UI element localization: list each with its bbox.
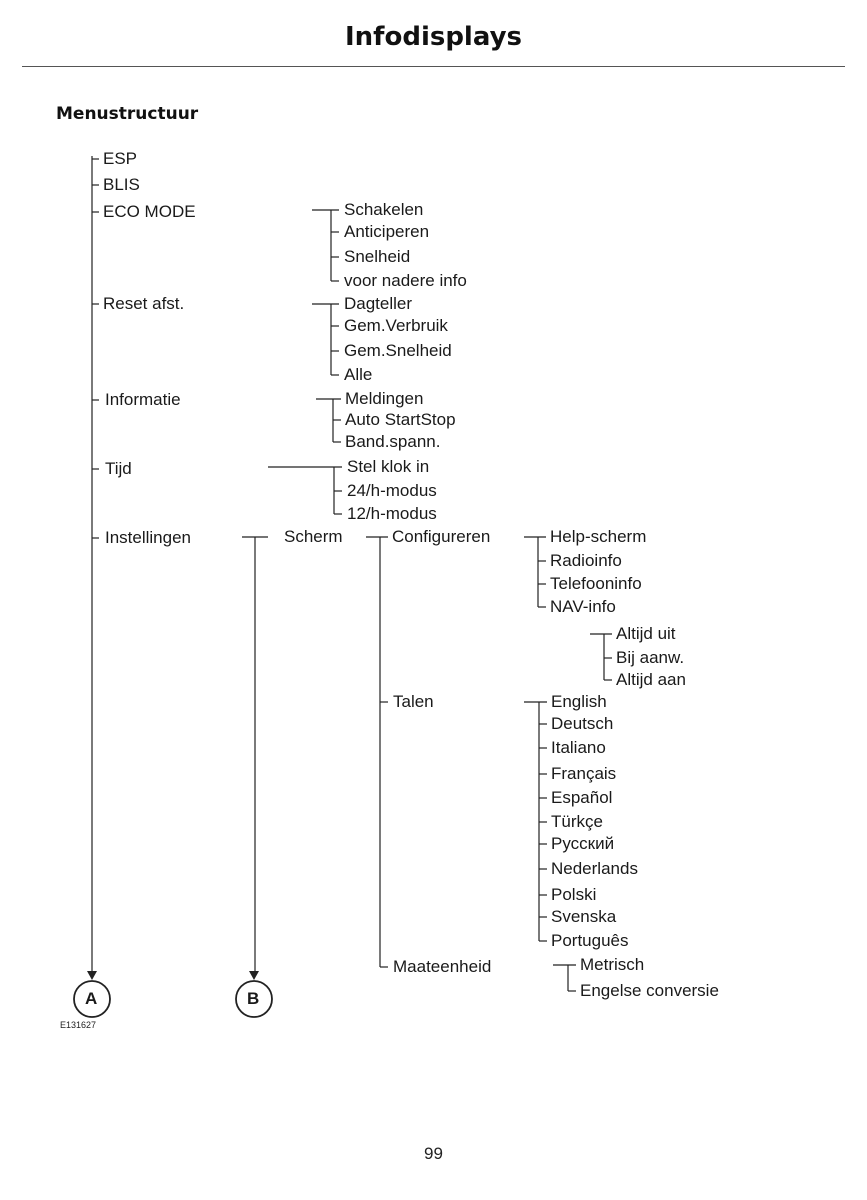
submenu-item: Help-scherm [550, 527, 647, 546]
language-item: English [551, 692, 607, 711]
language-item: Русский [551, 834, 615, 853]
menu-item-reset-afst: Reset afst. [103, 294, 185, 313]
language-item: Svenska [551, 907, 617, 926]
language-item: Nederlands [551, 859, 638, 878]
submenu-item: Bij aanw. [616, 648, 685, 667]
submenu-item-scherm: Scherm [284, 527, 343, 546]
connector-a-label: A [85, 989, 98, 1008]
submenu-item: Metrisch [580, 955, 645, 974]
submenu-item: Alle [344, 365, 373, 384]
submenu-item: Stel klok in [347, 457, 430, 476]
menu-item-esp: ESP [103, 149, 138, 168]
title-divider [22, 66, 845, 67]
submenu-item: voor nadere info [344, 271, 467, 290]
submenu-item: Radioinfo [550, 551, 622, 570]
submenu-item: Altijd uit [616, 624, 676, 643]
submenu-item: Snelheid [344, 247, 411, 266]
submenu-item: 12/h-modus [347, 504, 437, 523]
language-item: Polski [551, 885, 597, 904]
submenu-item: Gem.Verbruik [344, 316, 448, 335]
menu-item-tijd: Tijd [105, 459, 132, 478]
menu-item-eco-mode: ECO MODE [103, 202, 196, 221]
page-number: 99 [424, 1144, 443, 1163]
submenu-item: Schakelen [344, 200, 424, 219]
submenu-item: Telefooninfo [550, 574, 642, 593]
connector-b-label: B [247, 989, 260, 1008]
language-item: Español [551, 788, 613, 807]
figure-id: E131627 [60, 1020, 97, 1030]
menu-item-blis: BLIS [103, 175, 140, 194]
menu-item-instellingen: Instellingen [105, 528, 192, 547]
language-item: Português [551, 931, 629, 950]
language-item: Italiano [551, 738, 606, 757]
submenu-item: Engelse conversie [580, 981, 719, 1000]
language-item: Deutsch [551, 714, 614, 733]
submenu-item: Band.spann. [345, 432, 441, 451]
submenu-item-talen: Talen [393, 692, 434, 711]
submenu-item: Altijd aan [616, 670, 686, 689]
submenu-item-maateenheid: Maateenheid [393, 957, 492, 976]
submenu-item: Meldingen [345, 389, 424, 408]
submenu-item: NAV-info [550, 597, 616, 616]
submenu-item: Dagteller [344, 294, 413, 313]
section-heading: Menustructuur [56, 104, 199, 124]
language-item: Français [551, 764, 617, 783]
submenu-item-configureren: Configureren [392, 527, 491, 546]
submenu-item: 24/h-modus [347, 481, 437, 500]
submenu-item: Auto StartStop [345, 410, 456, 429]
menu-item-informatie: Informatie [105, 390, 181, 409]
submenu-item: Anticiperen [344, 222, 430, 241]
submenu-item: Gem.Snelheid [344, 341, 452, 360]
page-title: Infodisplays [344, 22, 523, 52]
language-item: Türkçe [551, 812, 603, 831]
